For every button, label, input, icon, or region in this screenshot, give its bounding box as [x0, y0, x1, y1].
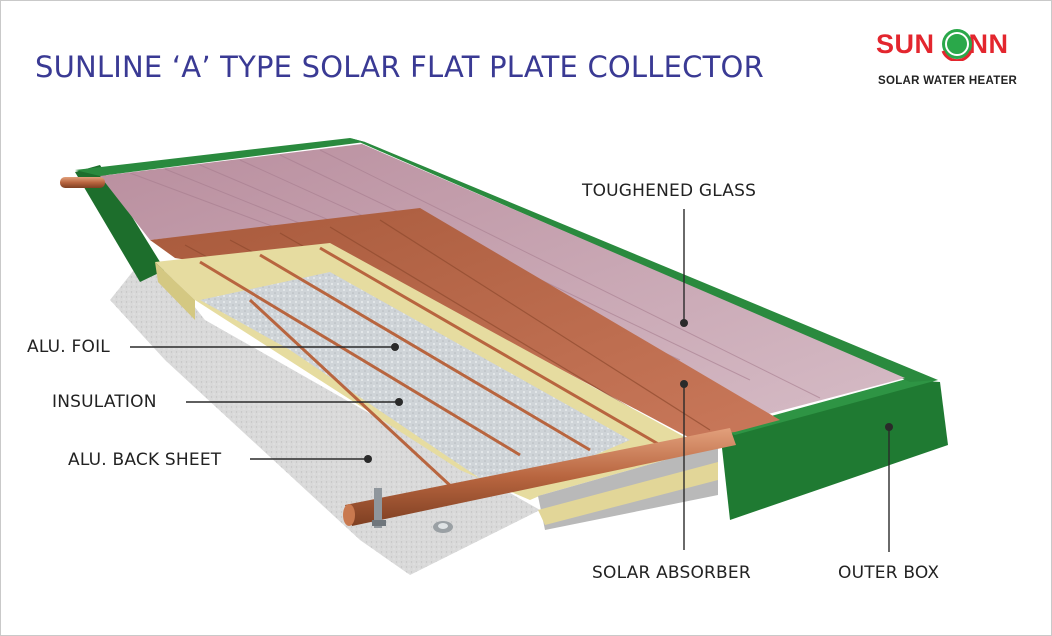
label-solar-absorber: SOLAR ABSORBER — [592, 563, 751, 583]
toughened-glass — [100, 144, 905, 428]
dot-toughened-glass — [680, 319, 688, 327]
insulation-side — [155, 262, 195, 320]
diagram-title: SUNLINE ‘A’ TYPE SOLAR FLAT PLATE COLLEC… — [35, 50, 764, 84]
leader-dots — [364, 319, 893, 463]
label-alu-foil: ALU. FOIL — [27, 337, 110, 357]
dot-outer-box — [885, 423, 893, 431]
logo-wordmark: SUN NN — [876, 29, 1009, 60]
outer-box-back-rim — [75, 138, 365, 176]
leader-lines — [130, 209, 890, 552]
dot-alu-foil — [391, 343, 399, 351]
outer-box-right-rim — [350, 138, 938, 382]
sun-ring-icon — [941, 29, 973, 61]
label-toughened-glass: TOUGHENED GLASS — [582, 181, 757, 201]
logo-text-nn: NN — [968, 29, 1009, 59]
header-pipe-top — [60, 177, 105, 188]
label-outer-box: OUTER BOX — [838, 563, 940, 583]
logo-tagline: SOLAR WATER HEATER — [878, 75, 1018, 87]
label-insulation: INSULATION — [52, 392, 157, 412]
outer-box-left-side — [75, 165, 165, 282]
riser-pipes — [199, 246, 661, 492]
mounting-bracket — [372, 488, 386, 528]
header-pipe-bottom — [343, 428, 736, 526]
drain-grommet — [433, 521, 453, 533]
logo-text-sun: SUN — [876, 29, 935, 59]
label-alu-back-sheet: ALU. BACK SHEET — [68, 450, 222, 470]
dot-insulation — [395, 398, 403, 406]
section-block-insulation-band — [538, 462, 718, 525]
dot-alu-back-sheet — [364, 455, 372, 463]
dot-solar-absorber — [680, 380, 688, 388]
brand-logo: SUN NN SOLAR WATER HEATER — [874, 24, 1034, 94]
